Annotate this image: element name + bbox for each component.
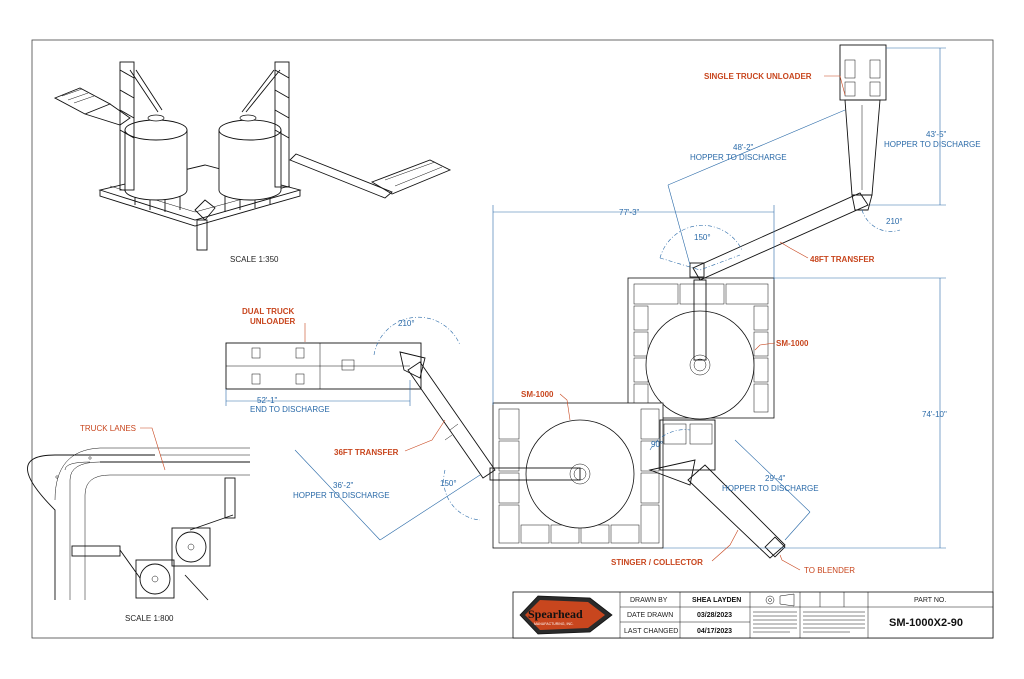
part-no-value: SM-1000X2-90 [889,617,963,629]
single-truck-unloader-label: SINGLE TRUCK UNLOADER [704,72,812,81]
sm1000-upper-silo [645,310,755,420]
transfer-48ft-label: 48FT TRANSFER [810,255,875,264]
dim-77: 77'-3" [619,208,640,217]
isometric-view [53,61,452,251]
single-truck-unloader [839,44,887,211]
dim-48-value: 48'-2" [733,143,754,152]
dim-74: 74'-10" [922,410,947,419]
dual-truck-unloader [225,342,426,390]
stinger-collector-label: STINGER / COLLECTOR [611,558,703,567]
dim-43-text: HOPPER TO DISCHARGE [884,140,981,149]
dim-36-text: HOPPER TO DISCHARGE [293,491,390,500]
drawn-by-value: SHEA LAYDEN [692,597,741,604]
lower-silo-block [489,402,664,549]
dim-52-value: 52'-1" [257,396,278,405]
drawing-border [31,39,994,639]
transfer-36ft-label: 36FT TRANSFER [334,448,399,457]
drawn-by-label: DRAWN BY [630,597,668,604]
dot-mark [55,475,59,479]
iso-scale-label: SCALE 1:350 [230,255,279,264]
last-changed-label: LAST CHANGED [624,628,678,635]
mini-plan-view [27,447,250,601]
dim-52-text: END TO DISCHARGE [250,405,330,414]
dual-truck-unloader-label-1: DUAL TRUCK [242,307,295,316]
angle-210-right: 210° [886,217,903,226]
dim-29-value: 29'-4" [765,474,786,483]
angle-210-left: 210° [398,319,415,328]
stinger-collector [648,419,786,559]
truck-lanes-leader [140,427,166,471]
dim-29-text: HOPPER TO DISCHARGE [722,484,819,493]
sm1000-upper-label: SM-1000 [776,339,809,348]
transfer-48ft [692,192,869,281]
dimension-lines [225,47,946,549]
transfer-36ft [407,361,496,479]
sm1000-lower-label: SM-1000 [521,390,554,399]
dim-36-value: 36'-2" [333,481,354,490]
angle-arcs [373,209,901,521]
plan-scale-label: SCALE 1:800 [125,614,174,623]
date-drawn-label: DATE DRAWN [627,612,673,619]
angle-150-left: 150° [440,479,457,488]
date-drawn-value: 03/28/2023 [697,612,732,619]
spearhead-logo: Spearhead MANUFACTURING, INC. [519,595,613,635]
dim-43-value: 43'-5" [926,130,947,139]
angle-150-top: 150° [694,233,711,242]
dot-mark [88,456,92,460]
truck-lanes-label: TRUCK LANES [80,424,136,433]
to-blender-label: TO BLENDER [804,566,855,575]
dim-48-text: HOPPER TO DISCHARGE [690,153,787,162]
svg-text:Spearhead: Spearhead [528,607,583,621]
angle-90: 90° [651,440,663,449]
svg-text:MANUFACTURING, INC.: MANUFACTURING, INC. [534,622,574,626]
upper-silo-block [627,277,775,420]
dual-truck-unloader-label-2: UNLOADER [250,317,296,326]
last-changed-value: 04/17/2023 [697,628,732,635]
part-no-label: PART NO. [914,597,946,604]
leader-lines [304,75,846,571]
